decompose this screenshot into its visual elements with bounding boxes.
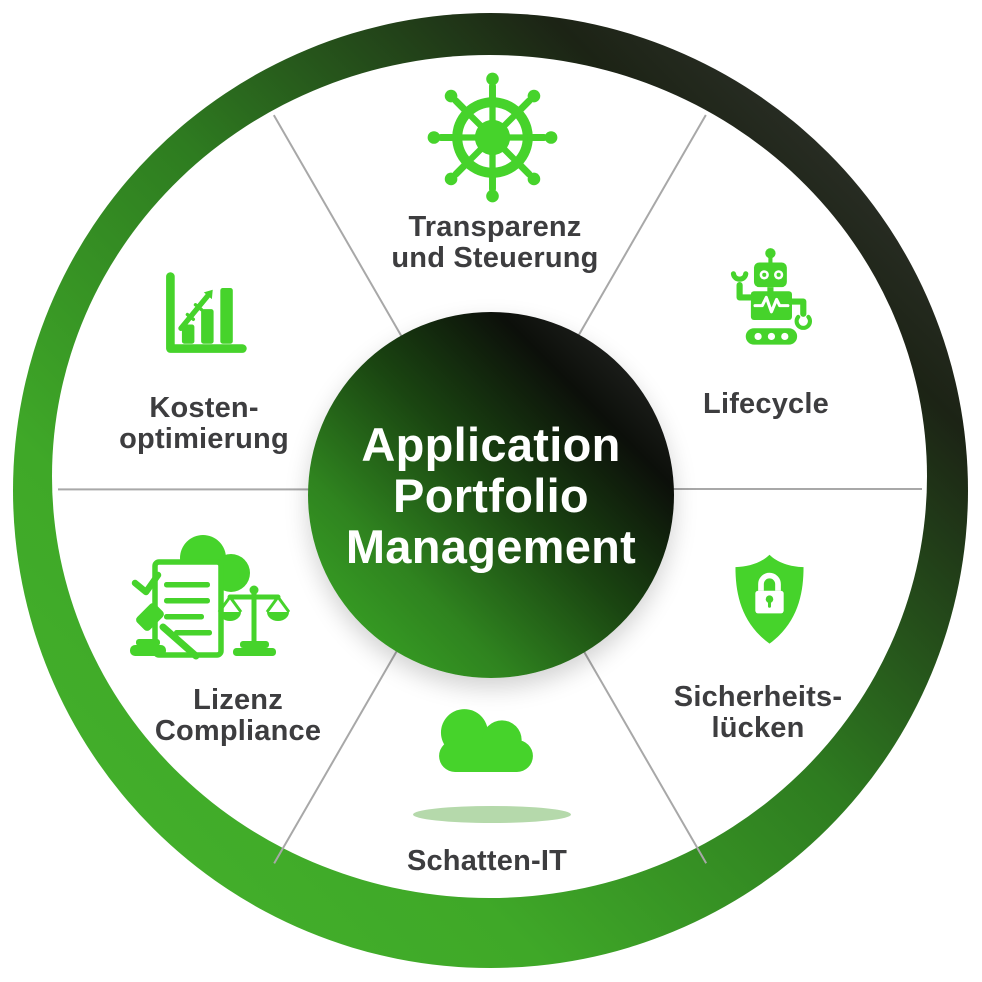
label-line: optimierung (119, 423, 289, 455)
center-title-line: Portfolio (393, 468, 589, 522)
segment-label-lizenz-compliance: Lizenz Compliance (106, 685, 370, 747)
label-line: Kosten- (149, 392, 259, 424)
robot-icon (717, 244, 830, 357)
segment-label-schatten-it: Schatten-IT (357, 846, 617, 877)
segment-label-sicherheitsluecken: Sicherheits- lücken (628, 682, 888, 744)
legal-compliance-icon (126, 528, 290, 664)
helm-icon (427, 72, 558, 203)
segment-label-kostenoptimierung: Kosten- optimierung (74, 393, 334, 455)
bar-chart-growth-icon (156, 264, 252, 362)
label-line: lücken (711, 712, 805, 744)
segment-divider (490, 488, 922, 491)
cloud-icon (425, 698, 547, 784)
center-circle: Application Portfolio Management (308, 312, 674, 678)
label-line: und Steuerung (391, 242, 599, 274)
shield-lock-icon (722, 551, 817, 655)
center-title-line: Application (361, 417, 621, 471)
label-line: Transparenz (408, 211, 582, 243)
segment-label-lifecycle: Lifecycle (636, 389, 896, 420)
cloud-shadow-ellipse (413, 806, 571, 823)
label-line: Lifecycle (703, 388, 829, 420)
center-title: Application Portfolio Management (346, 419, 636, 572)
label-line: Sicherheits- (673, 681, 843, 713)
label-line: Lizenz (193, 684, 283, 716)
segment-label-transparenz: Transparenz und Steuerung (345, 212, 645, 274)
label-line: Compliance (154, 715, 322, 747)
center-title-line: Management (345, 519, 637, 573)
label-line: Schatten-IT (406, 845, 568, 877)
